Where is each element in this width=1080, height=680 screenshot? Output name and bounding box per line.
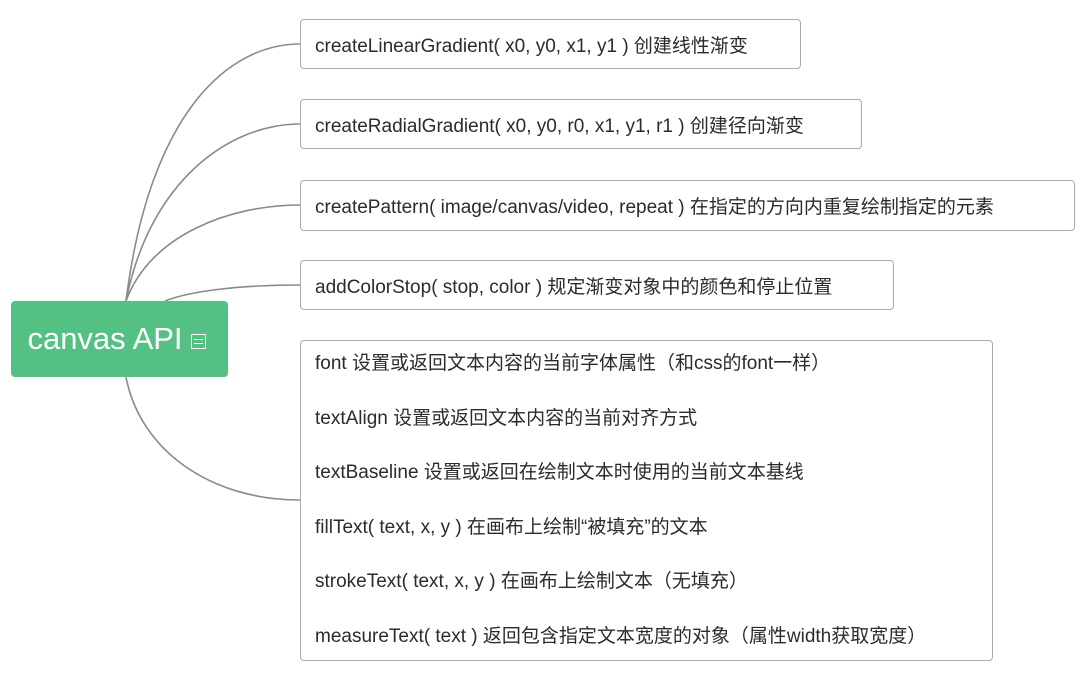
text-line-text-baseline: textBaseline 设置或返回在绘制文本时使用的当前文本基线: [315, 462, 804, 483]
topic-create-pattern[interactable]: createPattern( image/canvas/video, repea…: [300, 180, 1075, 231]
note-icon[interactable]: [190, 333, 206, 349]
connector-4: [164, 284, 301, 302]
topic-create-radial-gradient[interactable]: createRadialGradient( x0, y0, r0, x1, y1…: [300, 99, 862, 149]
topic-text-methods[interactable]: font 设置或返回文本内容的当前字体属性（和css的font一样） textA…: [300, 340, 993, 661]
topic-add-color-stop[interactable]: addColorStop( stop, color ) 规定渐变对象中的颜色和停…: [300, 260, 894, 310]
connector-1: [125, 43, 301, 302]
connector-3: [125, 204, 301, 302]
topic-label: createRadialGradient( x0, y0, r0, x1, y1…: [315, 115, 804, 137]
text-line-font: font 设置或返回文本内容的当前字体属性（和css的font一样）: [315, 353, 831, 374]
text-line-measure-text: measureText( text ) 返回包含指定文本宽度的对象（属性widt…: [315, 625, 927, 647]
central-topic[interactable]: canvas API: [11, 301, 228, 377]
connector-5: [125, 376, 301, 501]
text-line-text-align: textAlign 设置或返回文本内容的当前对齐方式: [315, 407, 698, 429]
topic-label: createLinearGradient( x0, y0, x1, y1 ) 创…: [315, 35, 748, 57]
topic-create-linear-gradient[interactable]: createLinearGradient( x0, y0, x1, y1 ) 创…: [300, 19, 801, 69]
text-line-stroke-text: strokeText( text, x, y ) 在画布上绘制文本（无填充）: [315, 571, 748, 592]
connector-2: [125, 123, 301, 302]
topic-label: createPattern( image/canvas/video, repea…: [315, 197, 994, 218]
central-topic-label: canvas API: [27, 321, 183, 356]
text-line-fill-text: fillText( text, x, y ) 在画布上绘制“被填充”的文本: [315, 516, 708, 538]
topic-label: addColorStop( stop, color ) 规定渐变对象中的颜色和停…: [315, 276, 833, 298]
